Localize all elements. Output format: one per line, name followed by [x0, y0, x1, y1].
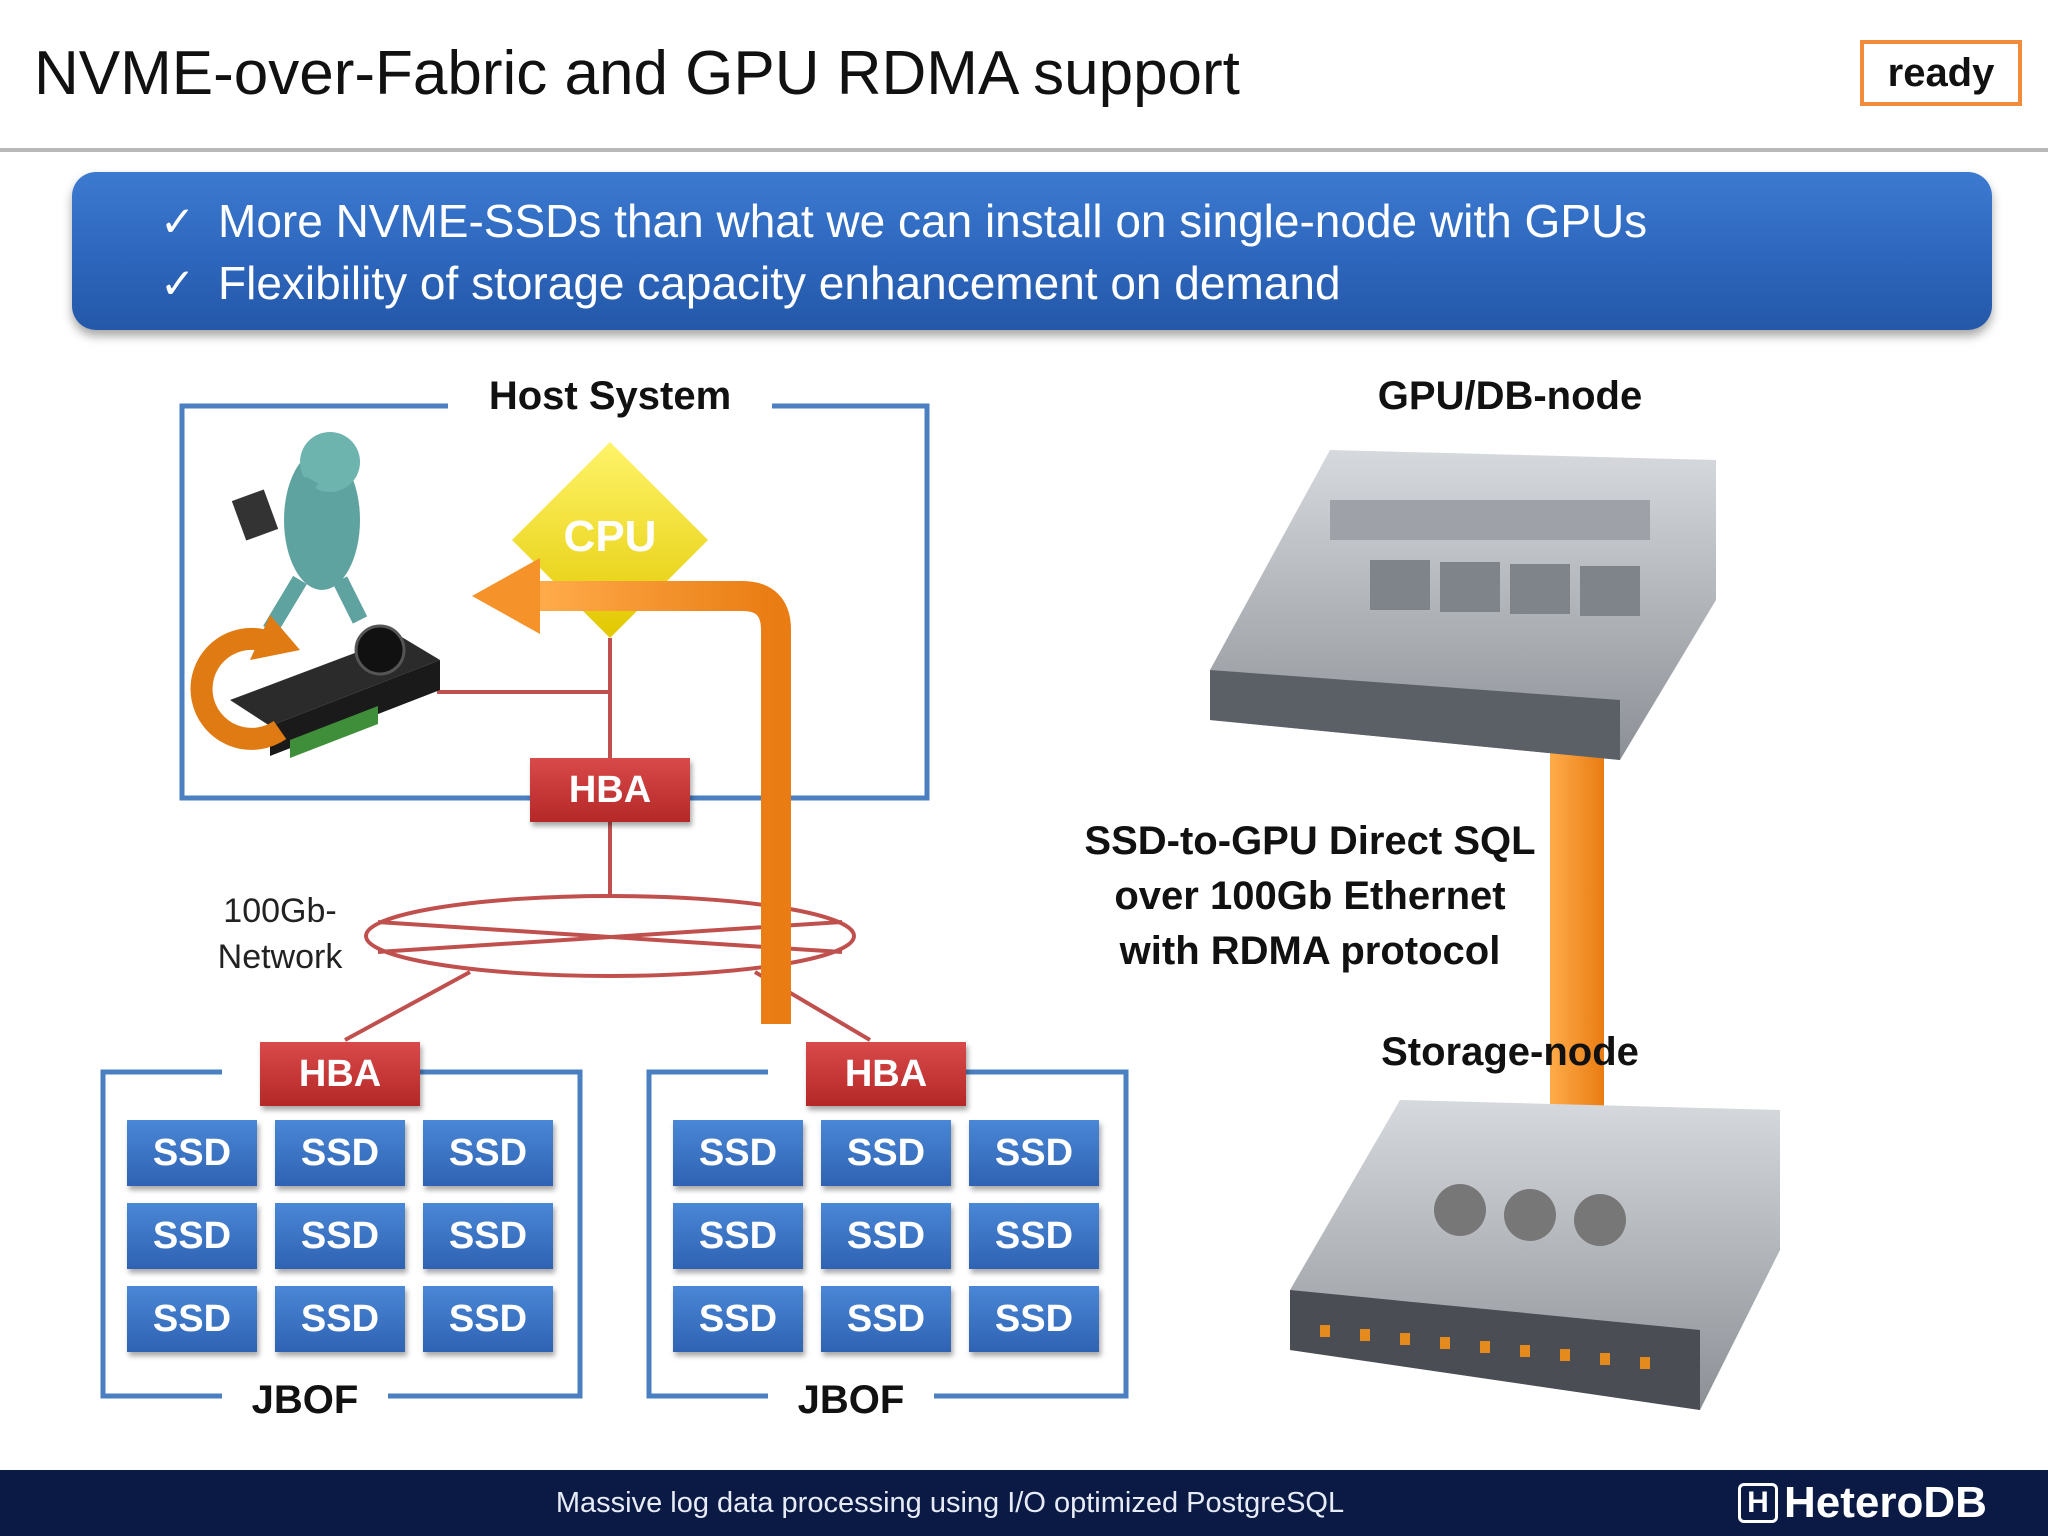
jbof-left-label: JBOF [251, 1378, 359, 1422]
highlight-banner: ✓ More NVME-SSDs than what we can instal… [72, 172, 1992, 330]
ssd-drive: SSD [821, 1286, 951, 1352]
jbof-left-hba-box: HBA [260, 1042, 420, 1106]
gpu-db-node-server-image [1210, 450, 1716, 760]
network-label: 100Gb- Network [180, 888, 380, 980]
elephant-mascot-icon [231, 432, 368, 635]
network-label-line: Network [217, 938, 343, 976]
network-jbof-left-link [344, 970, 471, 1042]
ssd-drive: SSD [969, 1120, 1099, 1186]
data-path-arrowhead [472, 558, 540, 634]
network-cross-b [377, 920, 843, 954]
network-label-line: 100Gb- [223, 892, 337, 930]
heterodb-logo-text: HeteroDB [1784, 1478, 1987, 1527]
host-system-label: Host System [488, 374, 732, 418]
rdma-arrowhead [1522, 660, 1632, 704]
jbof-right-ssd-grid: SSD SSD SSD SSD SSD SSD SSD SSD SSD [673, 1120, 1099, 1352]
jbof-right-label: JBOF [797, 1378, 905, 1422]
refresh-arrow-icon [190, 627, 287, 750]
ssd-drive: SSD [275, 1286, 405, 1352]
ssd-drive: SSD [673, 1203, 803, 1269]
ssd-drive: SSD [673, 1120, 803, 1186]
ssd-drive: SSD [275, 1120, 405, 1186]
ssd-drive: SSD [127, 1286, 257, 1352]
host-system-frame [179, 403, 930, 801]
heterodb-logo-icon: H [1738, 1483, 1778, 1523]
rdma-caption-line: over 100Gb Ethernet [1114, 874, 1506, 918]
ssd-drive: SSD [423, 1286, 553, 1352]
footer-text: Massive log data processing using I/O op… [555, 1487, 1345, 1519]
checkmark-icon: ✓ [160, 259, 196, 307]
rdma-caption-line: with RDMA protocol [1119, 929, 1501, 973]
network-jbof-right-link [753, 970, 872, 1042]
jbof-left-ssd-grid: SSD SSD SSD SSD SSD SSD SSD SSD SSD [127, 1120, 553, 1352]
title-divider [0, 148, 2048, 152]
storage-node-server-image [1290, 1100, 1780, 1410]
rdma-caption-line: SSD-to-GPU Direct SQL [1084, 819, 1536, 863]
ssd-drive: SSD [969, 1286, 1099, 1352]
ssd-drive: SSD [127, 1120, 257, 1186]
network-cross-a [377, 920, 843, 954]
gpu-db-node-label: GPU/DB-node [1377, 374, 1643, 418]
banner-item: ✓ Flexibility of storage capacity enhanc… [72, 252, 1992, 314]
banner-item: ✓ More NVME-SSDs than what we can instal… [72, 190, 1992, 252]
jbof-right-hba-box: HBA [806, 1042, 966, 1106]
ssd-drive: SSD [127, 1203, 257, 1269]
ssd-drive: SSD [821, 1120, 951, 1186]
ssd-drive: SSD [423, 1203, 553, 1269]
status-badge: ready [1860, 40, 2022, 106]
page-title: NVME-over-Fabric and GPU RDMA support [34, 39, 1240, 108]
checkmark-icon: ✓ [160, 197, 196, 245]
gpu-card-icon [230, 624, 440, 758]
rdma-caption: SSD-to-GPU Direct SQL over 100Gb Etherne… [1080, 814, 1540, 979]
banner-item-text: Flexibility of storage capacity enhancem… [218, 257, 1341, 309]
host-hba-box: HBA [530, 758, 690, 822]
ssd-drive: SSD [969, 1203, 1099, 1269]
ssd-drive: SSD [821, 1203, 951, 1269]
rdma-arrow-shaft [1550, 700, 1604, 1170]
banner-item-text: More NVME-SSDs than what we can install … [218, 195, 1648, 247]
ssd-drive: SSD [275, 1203, 405, 1269]
heterodb-logo: H HeteroDB [1738, 1478, 1987, 1528]
cpu-label: CPU [563, 512, 657, 561]
ssd-drive: SSD [423, 1120, 553, 1186]
storage-node-label: Storage-node [1381, 1030, 1639, 1074]
footer-bar: Massive log data processing using I/O op… [0, 1470, 2048, 1536]
ssd-drive: SSD [673, 1286, 803, 1352]
network-ring [364, 894, 856, 978]
